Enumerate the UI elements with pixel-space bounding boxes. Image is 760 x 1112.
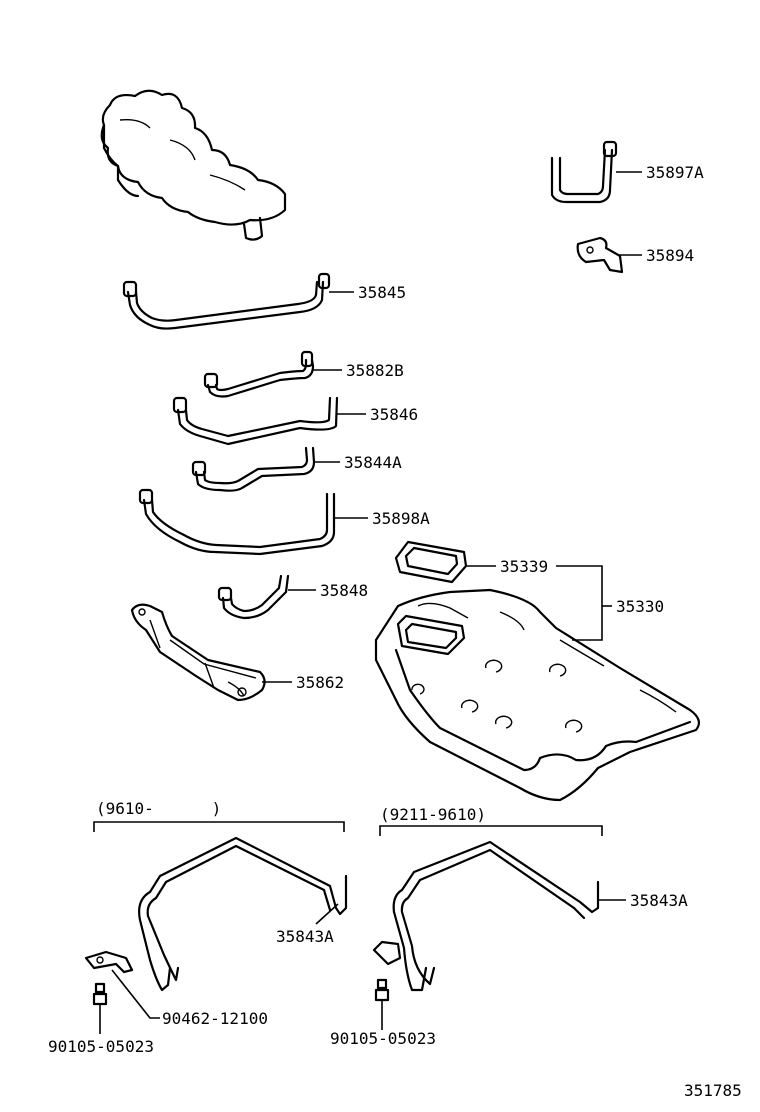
pipe-35846: 35846	[172, 396, 418, 446]
pipe-35898A: 35898A	[138, 488, 430, 556]
pipe-35845: 35845	[122, 272, 406, 330]
label-35339: 35339	[500, 557, 548, 576]
label-90462-12100: 90462-12100	[162, 1009, 268, 1028]
label-35862: 35862	[296, 673, 344, 692]
label-35843A-right: 35843A	[630, 891, 688, 910]
pipe-35844A: 35844A	[191, 446, 402, 492]
clamp-35894: 35894	[576, 236, 694, 274]
valve-body-gasket	[100, 89, 287, 241]
label-90105-05023-right: 90105-05023	[330, 1029, 436, 1048]
label-35848: 35848	[320, 581, 368, 600]
label-35843A-left: 35843A	[276, 927, 334, 946]
label-35882B: 35882B	[346, 361, 404, 380]
label-35844A: 35844A	[344, 453, 402, 472]
group-right-range: (9211-9610)	[380, 805, 486, 824]
group-right: (9211-9610) 35843A 90105-05023	[330, 805, 688, 1048]
pipe-35897A: 35897A	[550, 140, 704, 204]
group-left: (9610- ) 35843A 90462-12100 90105-05023	[48, 799, 348, 1056]
pipe-35848: 35848	[217, 574, 368, 620]
pipe-35882B: 35882B	[203, 350, 404, 398]
label-35845: 35845	[358, 283, 406, 302]
figure-number: 351785	[684, 1081, 742, 1100]
group-left-range: (9610- )	[96, 799, 221, 818]
label-35898A: 35898A	[372, 509, 430, 528]
strainer-35330: 35330	[374, 565, 700, 802]
bracket-35862: 35862	[130, 603, 344, 702]
label-35897A: 35897A	[646, 163, 704, 182]
label-35894: 35894	[646, 246, 694, 265]
gasket-35339: 35339	[394, 540, 548, 584]
label-90105-05023-left: 90105-05023	[48, 1037, 154, 1056]
label-35846: 35846	[370, 405, 418, 424]
label-35330: 35330	[616, 597, 664, 616]
